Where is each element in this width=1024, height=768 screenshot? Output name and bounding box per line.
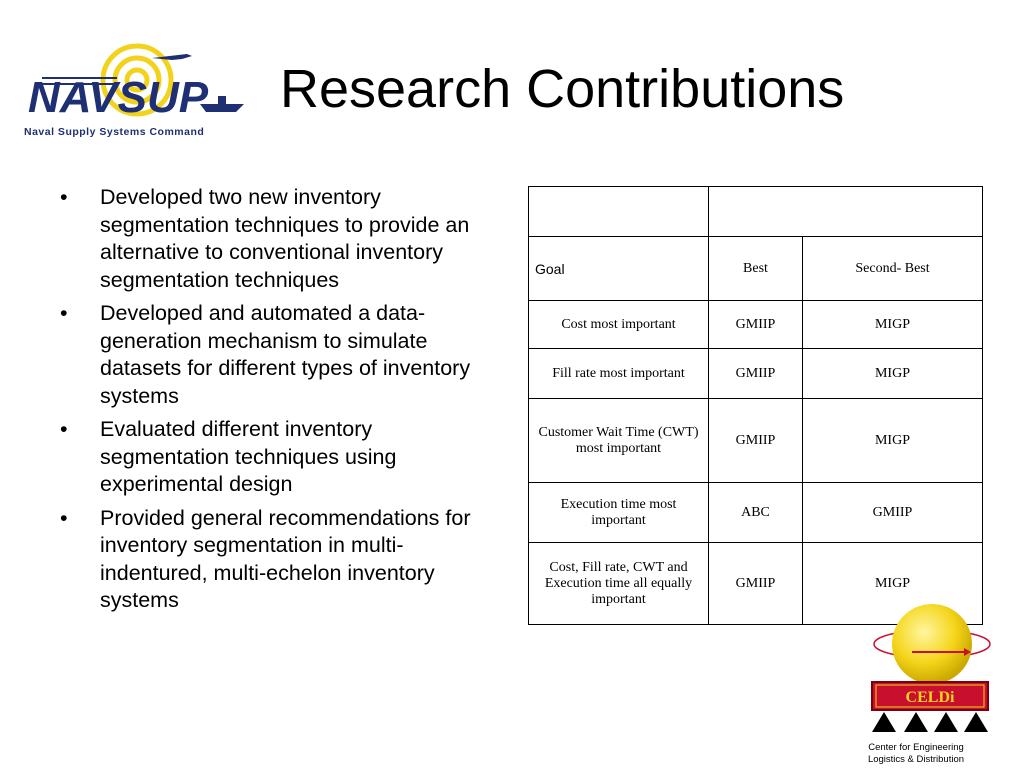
second-best-cell: GMIIP — [802, 482, 983, 543]
bullet-text: Provided general recommendations for inv… — [100, 505, 471, 613]
best-header: Best — [708, 236, 803, 301]
table-row — [528, 186, 983, 237]
best-cell: GMIIP — [708, 542, 803, 625]
bullet-text: Evaluated different inventory segmentati… — [100, 417, 397, 496]
bullet-marker: • — [60, 301, 68, 325]
best-cell: GMIIP — [708, 398, 803, 483]
table-header-row: Goal Best Second- Best — [528, 236, 983, 301]
celdi-caption: Center for Engineering Logistics & Distr… — [836, 742, 996, 766]
second-best-cell: MIGP — [802, 300, 983, 349]
list-item: • Developed two new inventory segmentatio… — [60, 184, 500, 294]
navsup-subtitle: Naval Supply Systems Command — [24, 126, 205, 138]
globe-icon — [892, 604, 972, 684]
list-item: • Evaluated different inventory segmentat… — [60, 416, 500, 499]
navsup-logo: NAVSUP Naval Supply Systems Command — [22, 40, 252, 140]
criterion-cell: Cost most important — [528, 300, 709, 349]
criterion-cell: Cost, Fill rate, CWT and Execution time … — [528, 542, 709, 625]
recommendation-table: Goal Best Second- Best Cost most importa… — [528, 186, 983, 625]
criterion-cell: Customer Wait Time (CWT) most important — [528, 398, 709, 483]
list-item: • Developed and automated a data-generati… — [60, 300, 500, 410]
celdi-caption-line1: Center for Engineering — [868, 742, 964, 753]
navsup-wordmark: NAVSUP — [28, 73, 209, 122]
celdi-wordmark: CELDi — [906, 689, 955, 706]
bullet-marker: • — [60, 505, 68, 530]
table-cell-empty — [708, 186, 983, 237]
slide-title: Research Contributions — [280, 59, 845, 119]
best-cell: ABC — [708, 482, 803, 543]
contribution-list: • Developed two new inventory segmentatio… — [60, 184, 500, 621]
list-item: • Provided general recommendations for in… — [60, 505, 500, 615]
criterion-cell: Fill rate most important — [528, 348, 709, 399]
second-best-header: Second- Best — [802, 236, 983, 301]
table-row: Execution time most important ABC GMIIP — [528, 482, 983, 543]
criterion-cell: Execution time most important — [528, 482, 709, 543]
table-row: Customer Wait Time (CWT) most important … — [528, 398, 983, 483]
best-cell: GMIIP — [708, 300, 803, 349]
bullet-text: Developed two new inventory segmentation… — [100, 185, 470, 292]
table-cell-empty — [528, 186, 709, 237]
goal-header: Goal — [528, 236, 709, 301]
second-best-cell: MIGP — [802, 398, 983, 483]
table-row: Cost most important GMIIP MIGP — [528, 300, 983, 349]
table-row: Fill rate most important GMIIP MIGP — [528, 348, 983, 399]
bullet-marker: • — [60, 417, 68, 441]
celdi-logo: CELDi — [846, 596, 1006, 768]
best-cell: GMIIP — [708, 348, 803, 399]
bullet-marker: • — [60, 185, 68, 209]
celdi-caption-line2: Logistics & Distribution — [867, 754, 965, 765]
table-row: Cost, Fill rate, CWT and Execution time … — [528, 542, 983, 625]
bullet-text: Developed and automated a data-generatio… — [100, 301, 471, 408]
second-best-cell: MIGP — [802, 348, 983, 399]
